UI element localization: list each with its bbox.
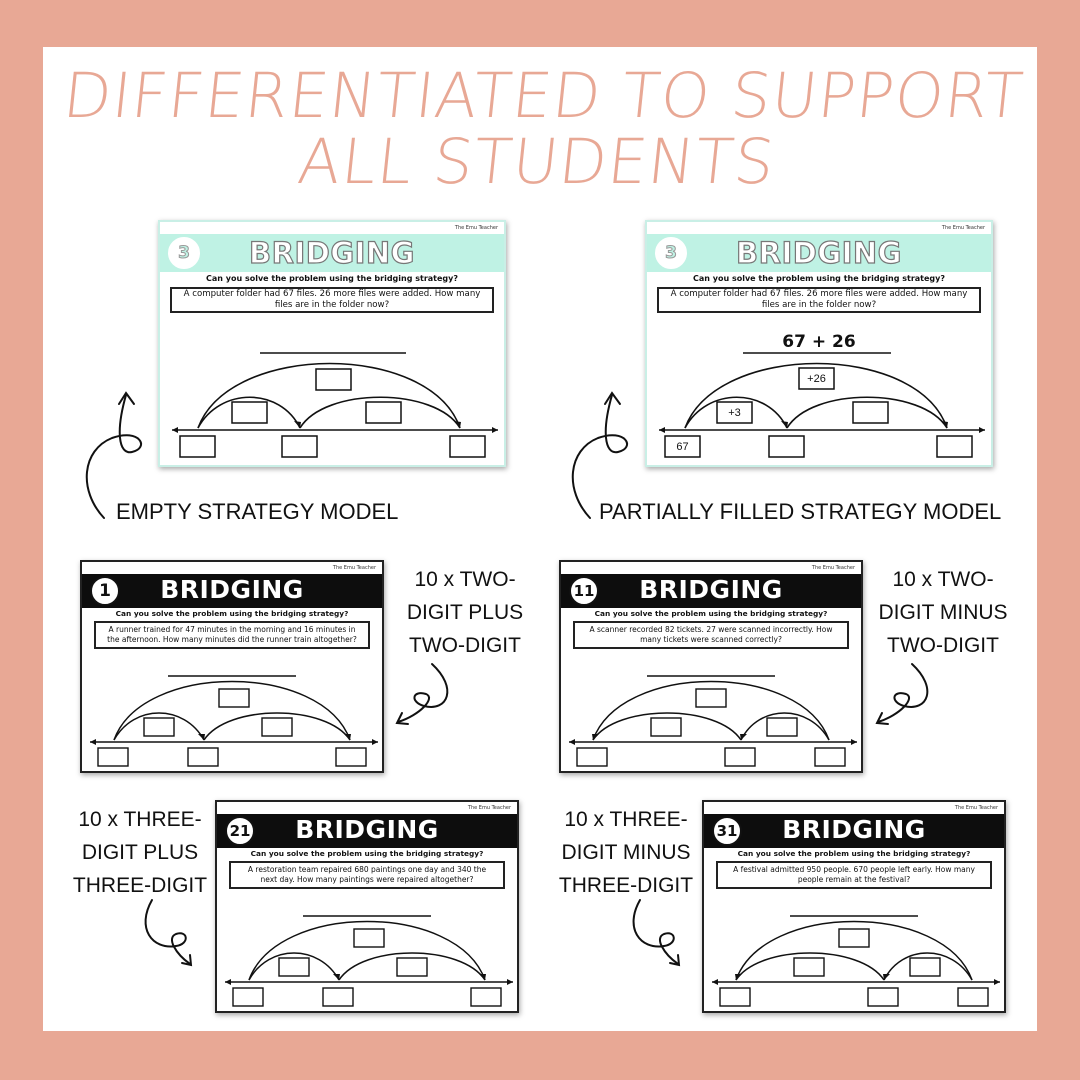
bridge-box xyxy=(768,435,805,458)
card-three-digit-minus: The Emu Teacher 31 BRIDGING Can you solv… xyxy=(702,800,1006,1013)
brand-label: The Emu Teacher xyxy=(454,225,498,231)
second-jump-arc xyxy=(786,396,948,429)
number-line-right-arrow xyxy=(492,427,498,433)
number-line-diagram xyxy=(172,352,498,458)
answer-box-small xyxy=(716,401,753,424)
card-title: BRIDGING xyxy=(295,815,439,844)
end-box xyxy=(449,435,486,458)
card-title: BRIDGING xyxy=(782,815,926,844)
card-title: BRIDGING xyxy=(639,575,783,604)
card-number: 3 xyxy=(168,237,200,269)
title-band xyxy=(217,814,517,848)
start-box xyxy=(664,435,701,458)
problem-text: A festival admitted 950 people. 670 peop… xyxy=(733,865,975,884)
card-number: 1 xyxy=(90,576,120,606)
problem-text: A computer folder had 67 files. 26 more … xyxy=(670,289,968,310)
brand-label: The Emu Teacher xyxy=(467,805,511,811)
answer-box-second xyxy=(365,401,402,424)
brand-label: The Emu Teacher xyxy=(811,565,855,571)
small-box-value: +3 xyxy=(728,407,741,419)
question-text: Can you solve the problem using the brid… xyxy=(693,274,945,283)
bridge-box xyxy=(281,435,318,458)
label-empty-model: EMPTY STRATEGY MODEL xyxy=(116,499,399,524)
problem-box: A runner trained for 47 minutes in the m… xyxy=(94,621,370,649)
question-text: Can you solve the problem using the brid… xyxy=(115,609,349,618)
second-jump-arc xyxy=(299,396,461,429)
title-band xyxy=(647,234,991,272)
problem-box: A computer folder had 67 files. 26 more … xyxy=(657,287,981,313)
number-line-diagram xyxy=(569,675,857,767)
question-text: Can you solve the problem using the brid… xyxy=(206,274,458,283)
title-band xyxy=(160,234,504,272)
question-text: Can you solve the problem using the brid… xyxy=(250,849,484,858)
question-text: Can you solve the problem using the brid… xyxy=(594,609,828,618)
headline: DIFFERENTIATED TO SUPPORT ALL STUDENTS xyxy=(59,59,1028,198)
label-partial-model: PARTIALLY FILLED STRATEGY MODEL xyxy=(599,499,1002,524)
answer-box-second xyxy=(852,401,889,424)
start-box-value: 67 xyxy=(676,441,688,453)
problem-text: A runner trained for 47 minutes in the m… xyxy=(107,625,357,644)
card-title: BRIDGING xyxy=(248,235,415,270)
brand-label: The Emu Teacher xyxy=(941,225,985,231)
problem-box: A restoration team repaired 680 painting… xyxy=(229,861,505,889)
big-jump-arc xyxy=(197,362,461,429)
label-three-digit-minus: 10 x THREE-DIGIT MINUS THREE-DIGIT xyxy=(558,808,694,897)
number-line-left-arrow xyxy=(172,427,178,433)
big-jump-arc xyxy=(684,362,948,429)
number-line-diagram xyxy=(90,675,378,767)
small-jump-arc xyxy=(684,396,788,429)
card-number: 31 xyxy=(712,816,742,846)
label-two-digit-plus: 10 x TWO-DIGIT PLUS TWO-DIGIT xyxy=(406,568,524,657)
answer-box-big xyxy=(798,367,835,390)
answer-box-small xyxy=(231,401,268,424)
card-title: BRIDGING xyxy=(735,235,902,270)
number-line-diagram: +26 +3 67 xyxy=(659,352,985,458)
card-number: 21 xyxy=(225,816,255,846)
title-band xyxy=(561,574,861,608)
number-line-diagram xyxy=(225,915,513,1007)
big-box-value: +26 xyxy=(807,373,826,385)
card-three-digit-plus: The Emu Teacher 21 BRIDGING Can you solv… xyxy=(215,800,519,1013)
problem-box: A festival admitted 950 people. 670 peop… xyxy=(716,861,992,889)
brand-label: The Emu Teacher xyxy=(954,805,998,811)
label-three-digit-plus: 10 x THREE-DIGIT PLUS THREE-DIGIT xyxy=(72,808,208,897)
number-line-diagram xyxy=(712,915,1000,1007)
card-partial-model: The Emu Teacher 3 BRIDGING Can you solve… xyxy=(645,220,993,467)
question-text: Can you solve the problem using the brid… xyxy=(737,849,971,858)
answer-box-big xyxy=(315,368,352,391)
end-box xyxy=(936,435,973,458)
problem-box: A scanner recorded 82 tickets. 27 were s… xyxy=(573,621,849,649)
card-two-digit-minus: The Emu Teacher 11 BRIDGING Can you solv… xyxy=(559,560,863,773)
problem-text: A restoration team repaired 680 painting… xyxy=(247,865,487,884)
card-title: BRIDGING xyxy=(160,575,304,604)
start-box xyxy=(179,435,216,458)
title-band xyxy=(82,574,382,608)
equation-text: 67 + 26 xyxy=(782,332,856,352)
title-band xyxy=(704,814,1004,848)
card-number: 11 xyxy=(569,576,599,606)
brand-label: The Emu Teacher xyxy=(332,565,376,571)
problem-text: A computer folder had 67 files. 26 more … xyxy=(183,289,481,310)
problem-box: A computer folder had 67 files. 26 more … xyxy=(170,287,494,313)
problem-text: A scanner recorded 82 tickets. 27 were s… xyxy=(589,625,833,644)
small-jump-arc xyxy=(197,396,301,429)
card-empty-model: The Emu Teacher 3 BRIDGING Can you solve… xyxy=(158,220,506,467)
label-two-digit-minus: 10 x TWO-DIGIT MINUS TWO-DIGIT xyxy=(878,568,1008,657)
card-two-digit-plus: The Emu Teacher 1 BRIDGING Can you solve… xyxy=(80,560,384,773)
card-number: 3 xyxy=(655,237,687,269)
